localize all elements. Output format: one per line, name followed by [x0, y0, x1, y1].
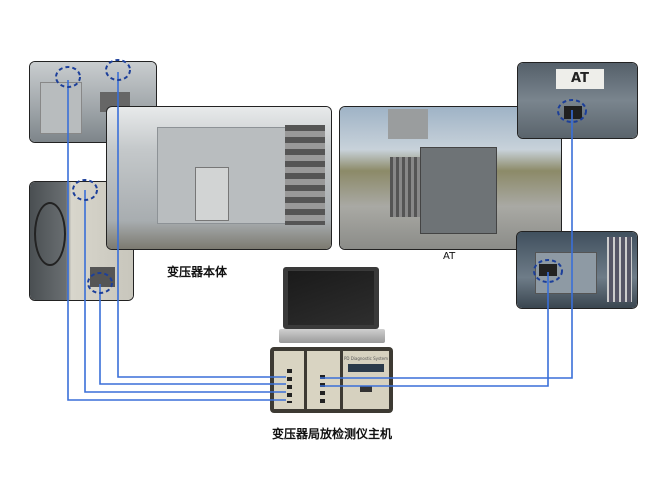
- sensor-ring-icon: [557, 99, 587, 123]
- cable-2: [117, 72, 286, 378]
- cable-4: [99, 284, 286, 385]
- sensor-ring-icon: [533, 259, 563, 283]
- sensor-ring-icon: [55, 66, 81, 88]
- laptop-base: [279, 329, 385, 343]
- photo-transformer-body: [107, 107, 331, 249]
- cable-6: [320, 272, 549, 387]
- host-port: [360, 386, 372, 392]
- photo-transformer-sensor-top: [30, 62, 156, 142]
- photo-at-sensor-bottom: [517, 232, 637, 308]
- host-panel-title: PD Diagnostic System: [343, 356, 389, 361]
- sensor-ring-icon: [105, 59, 131, 81]
- sensor-ring-icon: [87, 272, 113, 294]
- laptop-screen: [283, 267, 379, 329]
- caption-host: 变压器局放检测仪主机: [272, 427, 393, 441]
- photo-at: [340, 107, 561, 249]
- cable-5: [320, 110, 573, 379]
- host-display: [348, 364, 384, 372]
- cable-1: [67, 80, 286, 401]
- caption-at: AT: [443, 251, 456, 262]
- laptop: [279, 267, 385, 347]
- caption-transformer-body: 变压器本体: [167, 265, 228, 279]
- at-sign: AT: [556, 69, 604, 89]
- cable-3: [84, 190, 286, 393]
- sensor-ring-icon: [72, 179, 98, 201]
